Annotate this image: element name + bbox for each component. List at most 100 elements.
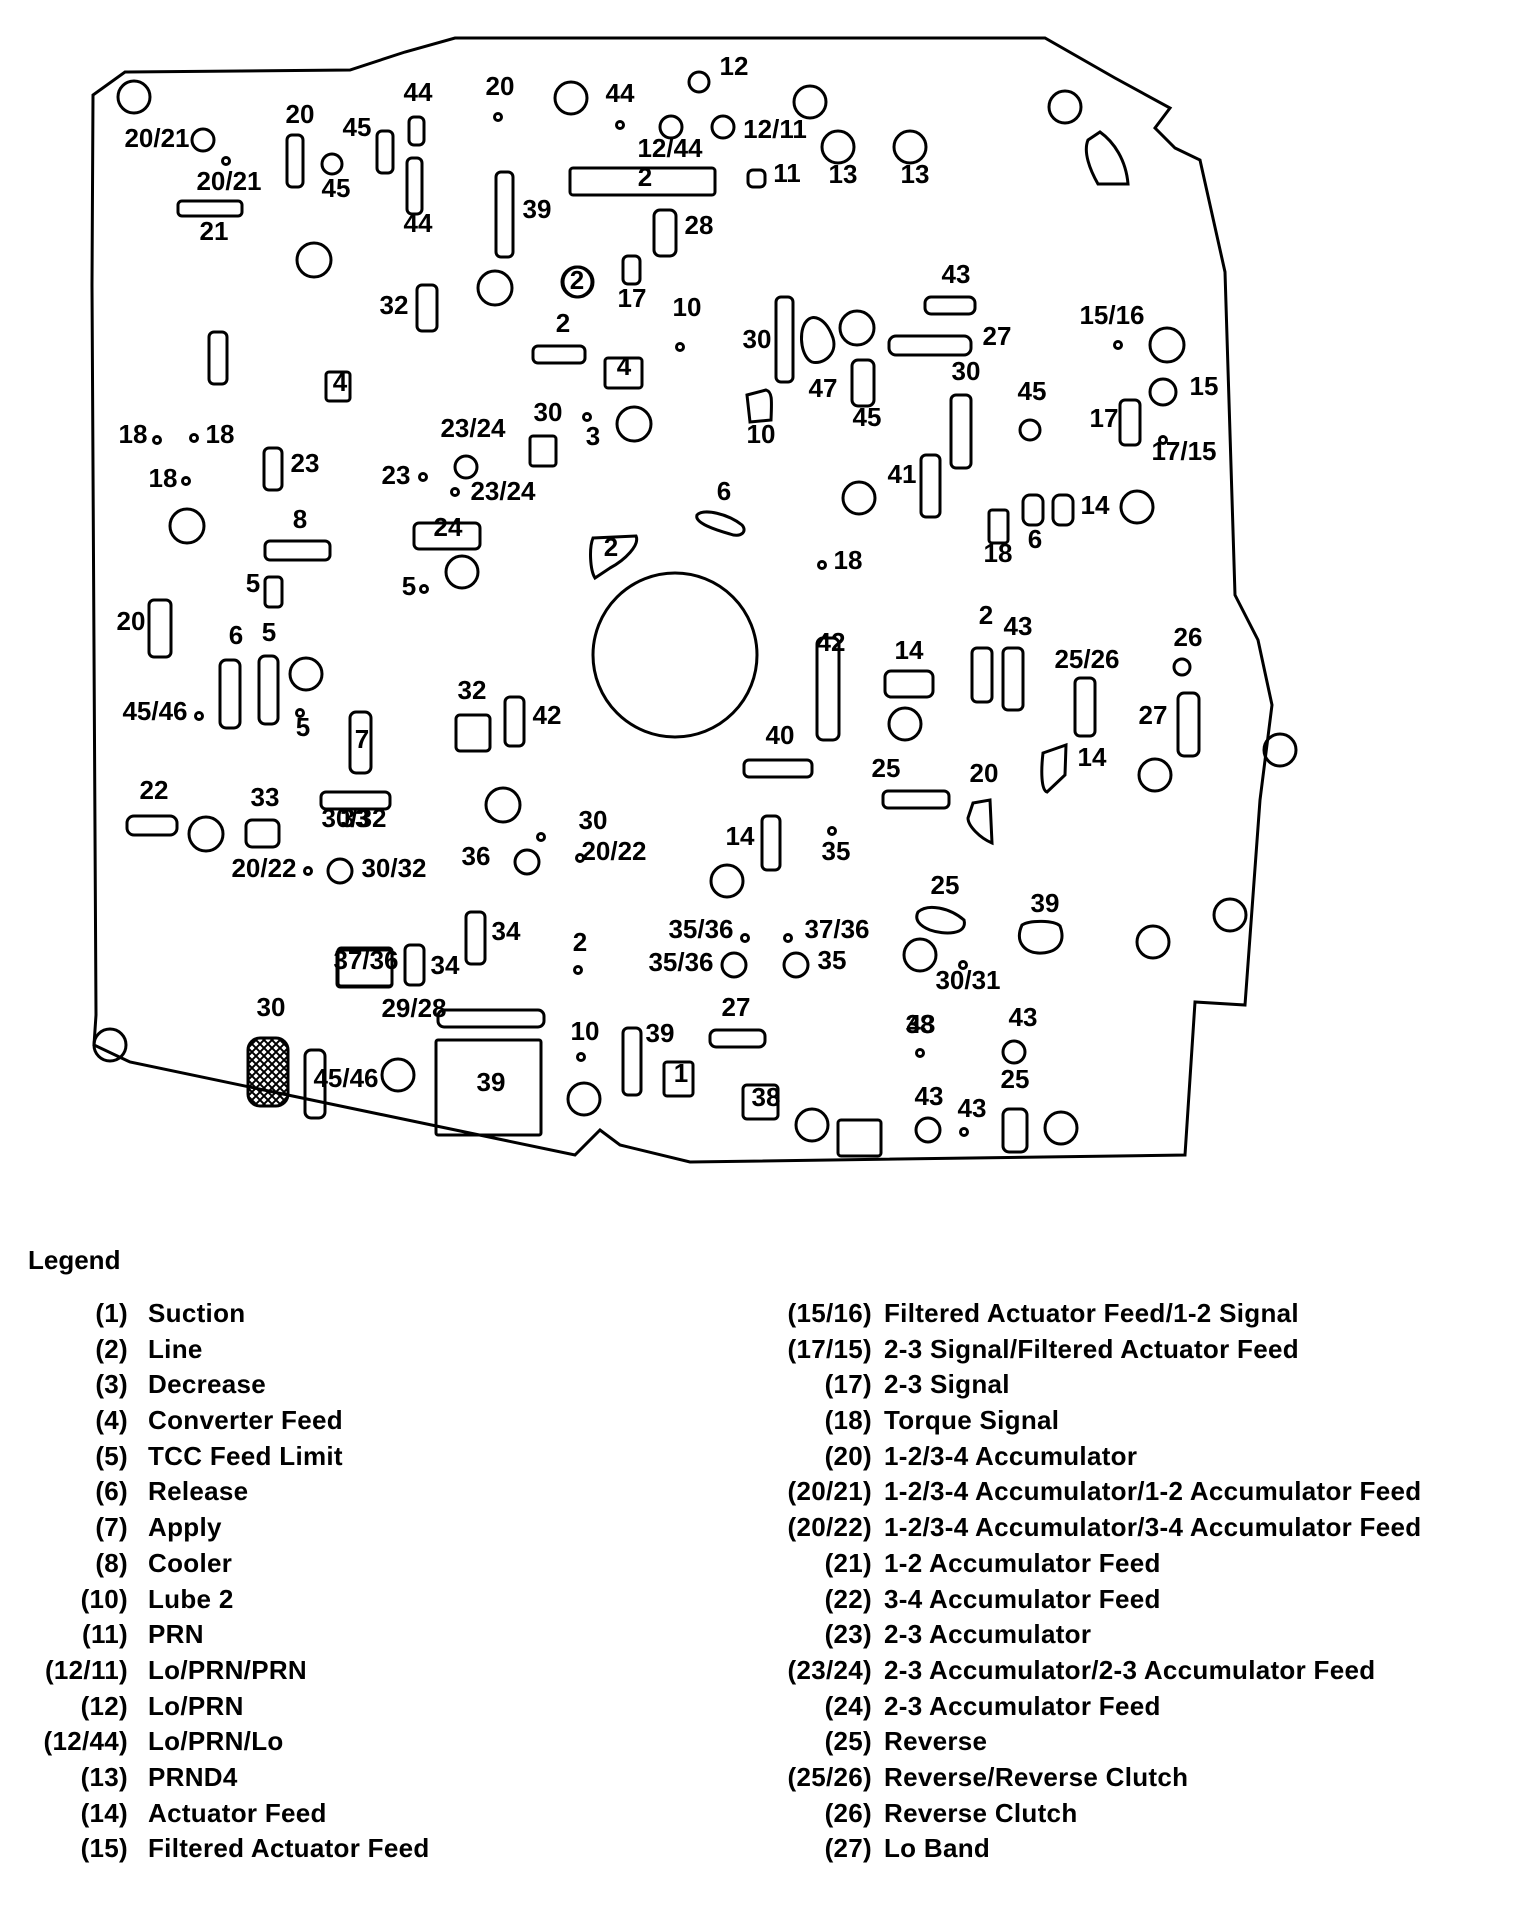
legend-description: Lube 2 [148,1583,234,1614]
mount-hole [1047,89,1083,125]
port-label: 12 [720,51,749,81]
center-bore [591,571,759,739]
port-label: 30 [257,992,286,1022]
legend-code: (17) [824,1369,872,1400]
port-label: 20/22 [581,836,646,866]
port-label: 20 [970,758,999,788]
legend-code: (2) [95,1333,128,1364]
mount-hole [116,79,152,115]
port-label: 23/24 [470,476,536,506]
port-label: 35 [818,945,847,975]
legend-code: (14) [80,1797,128,1828]
port-label: 2 [556,308,570,338]
port-label: 44 [606,78,635,108]
legend-title: Legend [28,1245,121,1275]
port-label: 25 [931,870,960,900]
port-label: 47 [809,373,838,403]
port-label: 6 [717,476,731,506]
legend-code: (8) [95,1547,128,1578]
port-label: 43 [958,1093,987,1123]
port-label: 17/15 [1151,436,1216,466]
port-label: 38 [906,1009,935,1039]
legend-code: (3) [95,1369,128,1400]
port-label: 30 [534,397,563,427]
port-label: 5 [262,617,276,647]
port-label: 35/36 [668,914,733,944]
legend-description: Reverse [884,1726,988,1757]
port-label: 28 [685,210,714,240]
legend-description: Reverse/Reverse Clutch [884,1761,1189,1792]
port-label: 13 [901,159,930,189]
port-label: 35 [822,836,851,866]
port-label: 20 [286,99,315,129]
legend-description: 1-2/3-4 Accumulator/3-4 Accumulator Feed [884,1512,1422,1543]
port-label: 39 [523,194,552,224]
legend-code: (18) [824,1405,872,1436]
legend-code: (11) [81,1619,128,1650]
port-label: 17 [1090,403,1119,433]
legend: Legend (1)Suction(2)Line(3)Decrease(4)Co… [0,1245,1520,1905]
mount-hole [1212,897,1248,933]
legend-description: Reverse Clutch [884,1797,1078,1828]
legend-description: Converter Feed [148,1405,343,1436]
legend-code: (5) [95,1440,128,1471]
holes [168,70,1192,1146]
port-label: 2 [638,162,652,192]
port-label: 14 [895,635,924,665]
legend-code: (25) [824,1726,872,1757]
legend-code: (23/24) [787,1654,872,1685]
port-label: 18 [206,419,235,449]
port-label: 13 [829,159,858,189]
legend-description: TCC Feed Limit [148,1440,343,1471]
port-label: 40 [766,720,795,750]
legend-description: 2-3 Accumulator [884,1619,1092,1650]
port-label: 34 [492,916,521,946]
legend-code: (1) [95,1298,128,1328]
port-label: 10 [571,1016,600,1046]
port-label: 39 [646,1018,675,1048]
port-label: 36 [462,841,491,871]
port-label: 5 [402,571,416,601]
port-label: 33 [341,803,370,833]
legend-code: (6) [95,1476,128,1507]
port-label: 1 [674,1058,688,1088]
port-label: 23 [382,460,411,490]
port-label: 26 [1174,622,1203,652]
port-label: 2 [573,927,587,957]
legend-code: (13) [80,1761,128,1792]
legend-code: (7) [95,1512,128,1543]
legend-description: PRN [148,1619,204,1650]
port-label: 24 [434,512,463,542]
legend-code: (21) [824,1547,872,1578]
port-label: 12/11 [743,114,807,144]
port-label: 45 [1018,376,1047,406]
port-label: 17 [618,283,647,313]
legend-description: PRND4 [148,1761,238,1792]
legend-code: (4) [95,1405,128,1436]
port-label: 12/44 [637,133,703,163]
port-label: 32 [458,675,487,705]
port-label: 6 [1028,524,1042,554]
legend-code: (10) [80,1583,128,1614]
legend-code: (27) [824,1833,872,1864]
legend-code: (24) [824,1690,872,1721]
legend-description: Line [148,1333,203,1364]
legend-description: Filtered Actuator Feed/1-2 Signal [884,1298,1299,1328]
port-label: 44 [404,208,433,238]
legend-description: Suction [148,1298,246,1328]
port-label: 25 [872,753,901,783]
port-label: 2 [604,532,618,562]
port-label: 34 [431,950,460,980]
legend-code: (22) [824,1583,872,1614]
small-ports [152,112,1168,1137]
port-label: 44 [404,77,433,107]
legend-code: (15) [80,1833,128,1864]
port-label: 14 [1078,742,1107,772]
port-label: 42 [533,700,562,730]
port-label: 3 [586,421,600,451]
port-label: 27 [1139,700,1168,730]
port-label: 14 [726,821,755,851]
legend-description: 2-3 Signal/Filtered Actuator Feed [884,1333,1299,1364]
legend-description: 1-2/3-4 Accumulator/1-2 Accumulator Feed [884,1476,1422,1507]
